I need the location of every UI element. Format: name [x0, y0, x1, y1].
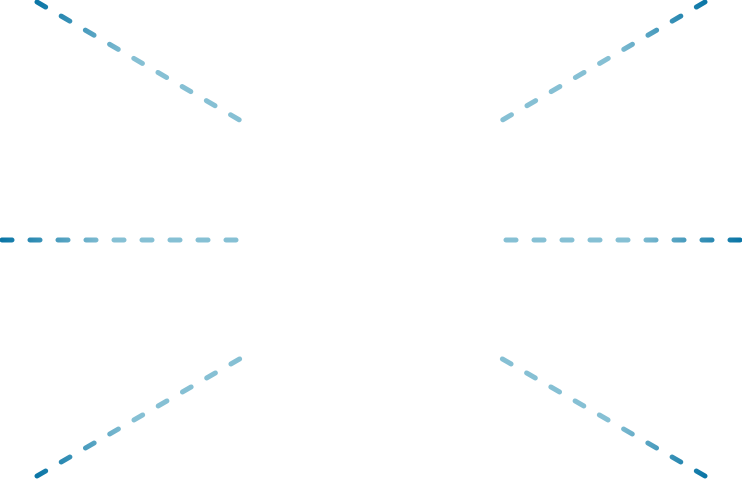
ray-bottom-right: [496, 354, 708, 479]
ray-bottom-left: [34, 354, 246, 479]
ray-top-right: [496, 0, 708, 125]
ray-top-left: [34, 0, 246, 125]
